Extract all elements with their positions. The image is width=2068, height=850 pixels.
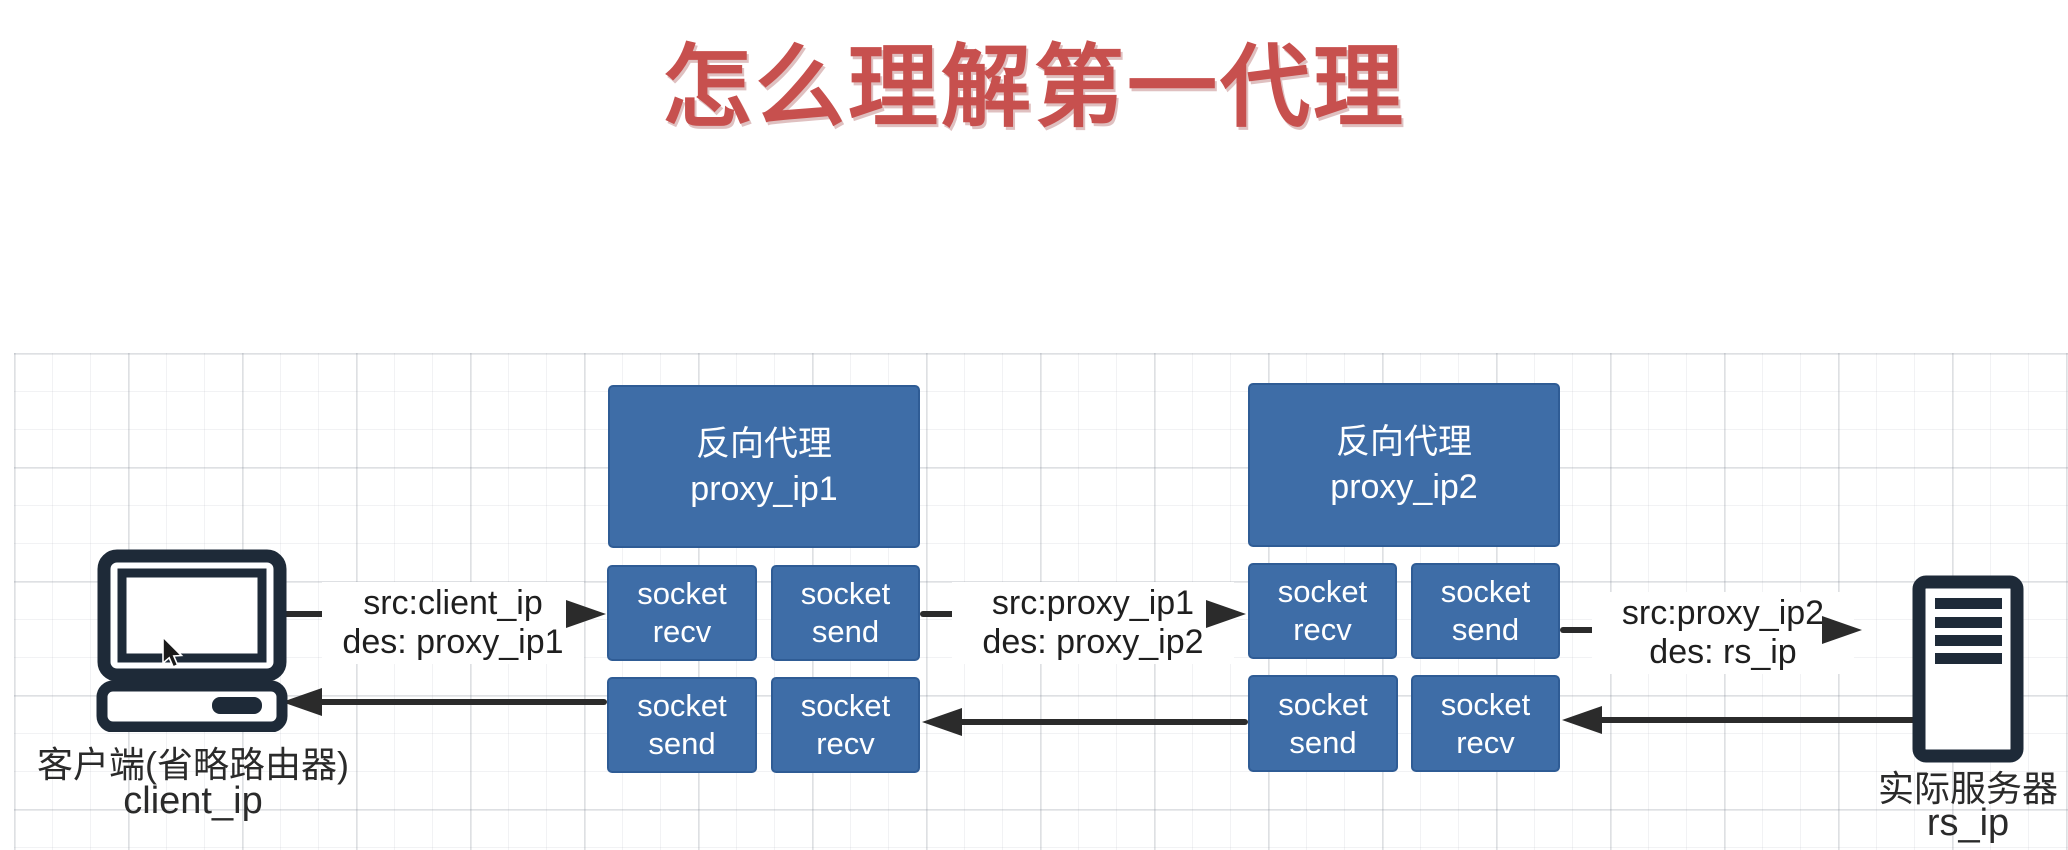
arrow-proxy1-to-client-head: [282, 688, 322, 716]
proxy1-socket-send-outbound: socket send: [771, 565, 920, 661]
arrow-proxy1-to-proxy2-head: [1206, 600, 1246, 628]
proxy1-socket-recv-return: socket recv: [771, 677, 920, 773]
proxy1-socket-recv-inbound: socket recv: [607, 565, 757, 661]
proxy2-socket-send-outbound: socket send: [1411, 563, 1560, 659]
client-name-label: 客户端(省略路由器): [37, 744, 349, 785]
socket-label: send: [648, 726, 716, 761]
arrow-proxy2-to-server-head: [1822, 616, 1862, 644]
server-icon: [1912, 575, 2024, 763]
socket-label: socket: [800, 688, 891, 724]
arrow-proxy2-to-proxy1-head: [922, 708, 962, 736]
proxy1-ip-label: proxy_ip1: [690, 469, 838, 508]
proxy1-box: 反向代理 proxy_ip1: [608, 385, 920, 548]
socket-label: socket: [637, 688, 727, 724]
client-computer-icon: [96, 549, 288, 732]
arrow-server-to-proxy2-line: [1598, 717, 1917, 723]
socket-label: socket: [1277, 574, 1368, 610]
arrow-label-src: src:proxy_ip1: [991, 584, 1195, 622]
socket-label: socket: [637, 576, 727, 612]
page-title: 怎么理解第一代理: [662, 38, 1406, 138]
proxy2-socket-recv-return: socket recv: [1411, 675, 1560, 772]
proxy2-socket-send-return: socket send: [1248, 675, 1398, 772]
arrow-proxy1-to-client-line: [318, 699, 607, 705]
socket-label: recv: [652, 614, 712, 649]
arrow-client-to-proxy1-head: [566, 600, 606, 628]
socket-label: socket: [800, 576, 891, 612]
proxy2-box: 反向代理 proxy_ip2: [1248, 383, 1560, 547]
arrow-label-des: des: proxy_ip1: [342, 623, 564, 662]
client-ip-label: client_ip: [123, 780, 263, 822]
arrow-server-to-proxy2-head: [1562, 706, 1602, 734]
proxy1-socket-send-return: socket send: [607, 677, 757, 773]
arrow-label-src: src:client_ip: [363, 584, 543, 622]
mouse-cursor-icon: [162, 636, 184, 669]
arrow-label-des: des: proxy_ip2: [982, 623, 1204, 662]
arrow-label-client-to-proxy1: src:client_ip des: proxy_ip1: [322, 582, 584, 665]
socket-label: socket: [1440, 686, 1531, 722]
arrow-label-proxy2-to-server: src:proxy_ip2 des: rs_ip: [1592, 592, 1854, 675]
arrow-label-des: des: rs_ip: [1649, 633, 1797, 672]
arrow-label-proxy1-to-proxy2: src:proxy_ip1 des: proxy_ip2: [952, 582, 1234, 665]
proxy2-role-label: 反向代理: [1336, 423, 1472, 462]
socket-label: socket: [1278, 686, 1368, 722]
socket-label: send: [1289, 724, 1357, 760]
socket-label: recv: [816, 726, 875, 761]
proxy2-ip-label: proxy_ip2: [1330, 468, 1478, 506]
server-ip-label: rs_ip: [1926, 802, 2010, 844]
socket-label: send: [811, 614, 880, 649]
proxy1-role-label: 反向代理: [696, 424, 832, 463]
arrow-proxy2-to-proxy1-line: [958, 719, 1248, 725]
arrow-label-src: src:proxy_ip2: [1621, 594, 1825, 632]
socket-label: socket: [1440, 574, 1531, 610]
socket-label: send: [1451, 612, 1520, 647]
server-name-label: 实际服务器: [1877, 768, 2058, 809]
socket-label: recv: [1456, 724, 1515, 760]
proxy2-socket-recv-inbound: socket recv: [1248, 563, 1397, 659]
socket-label: recv: [1293, 612, 1352, 647]
